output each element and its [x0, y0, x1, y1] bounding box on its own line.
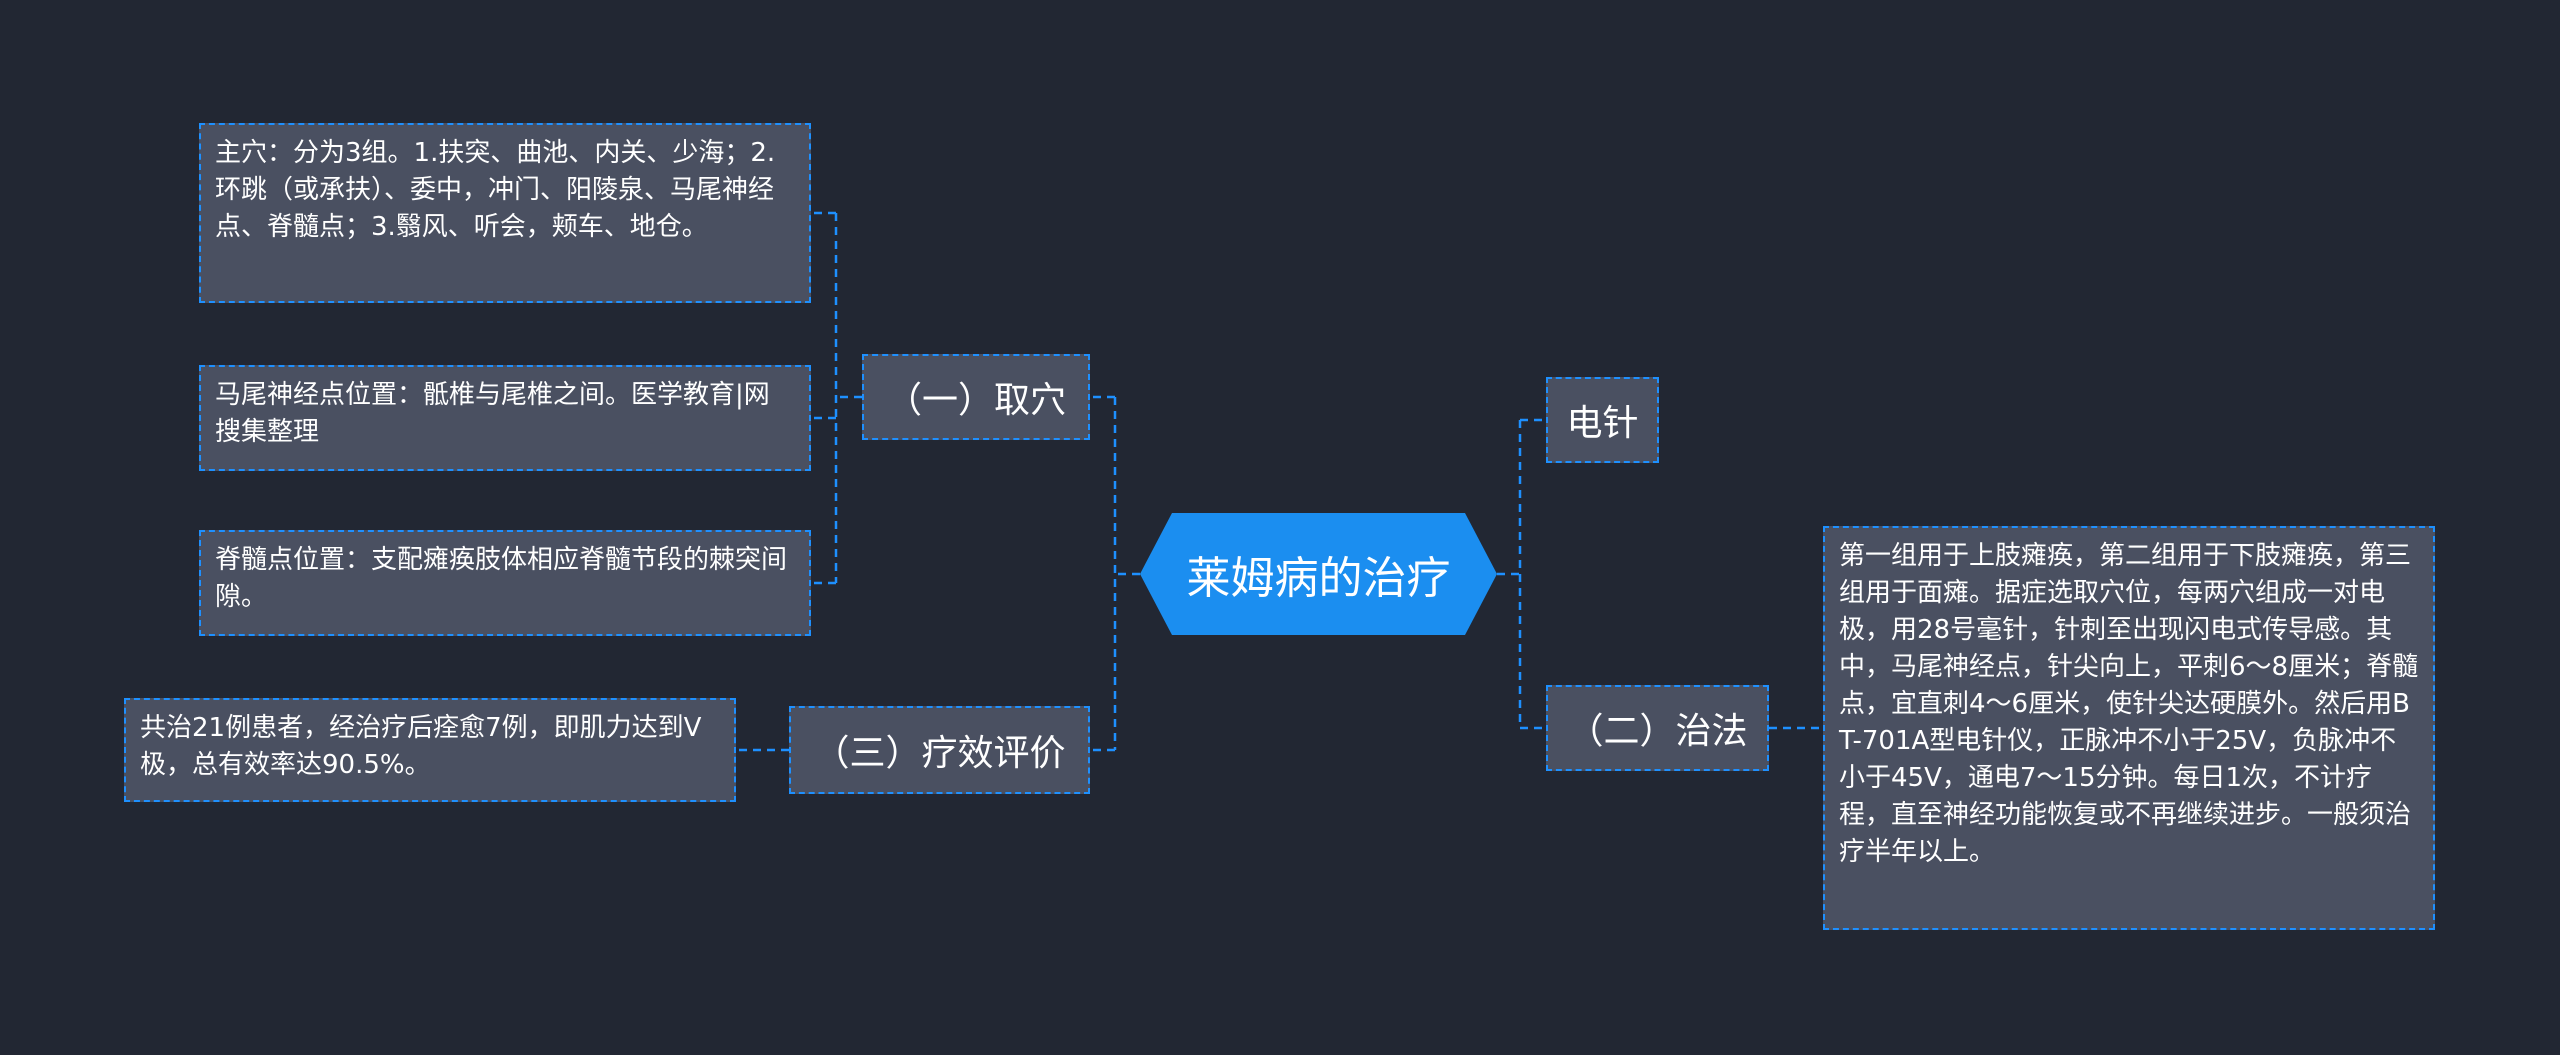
- branch-quxue-label: （一）取穴: [885, 380, 1066, 421]
- branch-liaoxiao-label: （三）疗效评价: [813, 733, 1066, 774]
- leaf-treatment-method[interactable]: 第一组用于上肢瘫痪，第二组用于下肢瘫痪，第三组用于面瘫。据症选取穴位，每两穴组成…: [1823, 526, 2435, 930]
- leaf-cauda-equina-position[interactable]: 马尾神经点位置：骶椎与尾椎之间。医学教育|网搜集整理: [199, 365, 811, 471]
- leaf-efficacy[interactable]: 共治21例患者，经治疗后痊愈7例，即肌力达到Ⅴ极，总有效率达90.5%。: [124, 698, 736, 802]
- branch-dianzhen-label: 电针: [1566, 403, 1639, 444]
- leaf-efficacy-text: 共治21例患者，经治疗后痊愈7例，即肌力达到Ⅴ极，总有效率达90.5%。: [140, 713, 702, 780]
- root-node[interactable]: 莱姆病的治疗: [1140, 513, 1497, 635]
- leaf-spinal-point-position-text: 脊髓点位置：支配瘫痪肢体相应脊髓节段的棘突间隙。: [215, 545, 788, 612]
- branch-zhifa[interactable]: （二）治法: [1546, 685, 1769, 771]
- leaf-spinal-point-position[interactable]: 脊髓点位置：支配瘫痪肢体相应脊髓节段的棘突间隙。: [199, 530, 811, 636]
- branch-zhifa-label: （二）治法: [1567, 711, 1748, 752]
- leaf-main-points-text: 主穴：分为3组。1.扶突、曲池、内关、少海；2.环跳（或承扶）、委中，冲门、阳陵…: [215, 138, 776, 242]
- branch-dianzhen[interactable]: 电针: [1546, 377, 1659, 463]
- leaf-cauda-equina-position-text: 马尾神经点位置：骶椎与尾椎之间。医学教育|网搜集整理: [215, 380, 770, 447]
- leaf-treatment-method-text: 第一组用于上肢瘫痪，第二组用于下肢瘫痪，第三组用于面瘫。据症选取穴位，每两穴组成…: [1839, 541, 2419, 867]
- branch-liaoxiao[interactable]: （三）疗效评价: [789, 706, 1090, 794]
- root-node-label: 莱姆病的治疗: [1186, 553, 1451, 604]
- leaf-main-points[interactable]: 主穴：分为3组。1.扶突、曲池、内关、少海；2.环跳（或承扶）、委中，冲门、阳陵…: [199, 123, 811, 303]
- branch-quxue[interactable]: （一）取穴: [862, 354, 1090, 440]
